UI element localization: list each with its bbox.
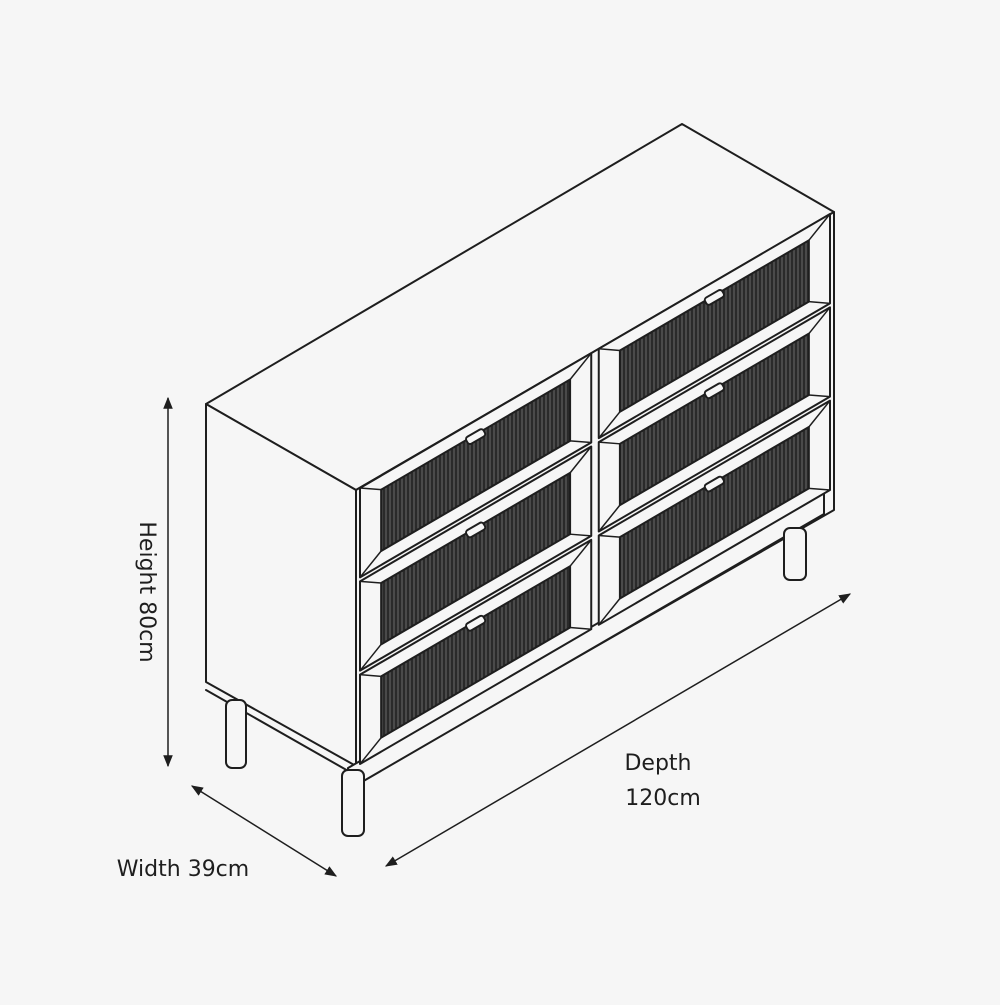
drawer-handle[interactable]	[703, 289, 725, 306]
sideboard-drawing	[205, 123, 835, 837]
leg	[225, 699, 247, 769]
width-label: Width 39cm	[117, 857, 249, 882]
height-dimension: Height 80cm	[134, 396, 173, 768]
drawer-handle[interactable]	[465, 428, 487, 445]
drawer-handle[interactable]	[465, 521, 487, 539]
height-label: Height 80cm	[134, 521, 159, 662]
drawer[interactable]	[597, 306, 831, 533]
leg	[341, 769, 365, 837]
depth-dimension: Depth 120cm	[384, 593, 852, 867]
width-dimension: Width 39cm	[117, 785, 338, 882]
drawer-handle[interactable]	[703, 475, 725, 493]
depth-label: Depth	[624, 751, 691, 776]
leg	[783, 527, 807, 581]
depth-value: 120cm	[625, 786, 701, 811]
drawer[interactable]	[597, 213, 831, 440]
drawer-handle[interactable]	[703, 382, 725, 400]
drawer[interactable]	[359, 352, 593, 579]
